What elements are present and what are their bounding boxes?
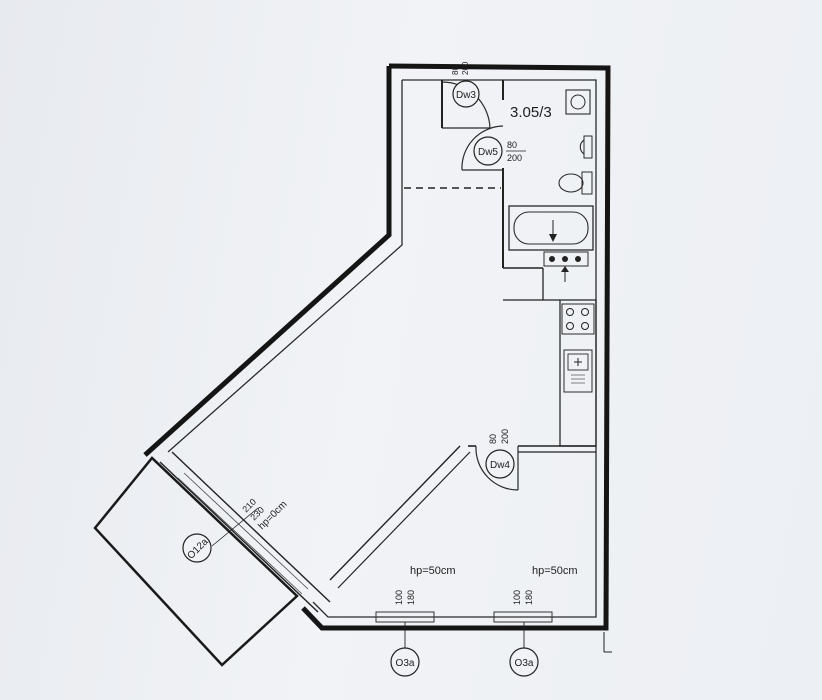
partition-wall-diagonal <box>329 445 461 581</box>
outer-wall-slanted <box>143 66 392 457</box>
window-sill-height: hp=50cm <box>410 565 456 577</box>
bathtub-icon <box>508 205 594 251</box>
door-dim-height: 200 <box>500 429 510 444</box>
window-id-o3a: O3a <box>396 658 415 669</box>
window-tag-o12a <box>182 533 212 563</box>
door-dim-height: 200 <box>507 153 522 163</box>
window-tag-o3a <box>509 647 539 677</box>
room-label: 3.05/3 <box>510 104 552 121</box>
door-dim-height: 200 <box>461 61 470 75</box>
door-id-dw5: Dw5 <box>478 147 498 158</box>
window-dim-height: 180 <box>524 590 534 605</box>
kitchen-counter <box>559 299 597 447</box>
outer-wall <box>301 63 611 631</box>
door-id-dw3: Dw3 <box>456 90 476 101</box>
washbasin-unit-icon <box>543 251 589 267</box>
wall-inner-face <box>312 79 597 618</box>
door-tag-dw4 <box>485 449 515 479</box>
wall-inner-face-slanted <box>167 80 403 453</box>
door-dim-width: 80 <box>451 66 460 75</box>
window-id-o3a: O3a <box>515 658 534 669</box>
door-dim-width: 80 <box>507 140 517 150</box>
balcony-outline <box>93 456 299 667</box>
washbasin-icon <box>565 89 591 115</box>
door-dim-width: 80 <box>488 434 498 444</box>
window-sill-height: hp=50cm <box>532 565 578 577</box>
window-tag-o3a <box>390 647 420 677</box>
window-glass-line <box>177 477 303 595</box>
window-wall-line <box>159 461 319 613</box>
kitchen-sink-icon <box>563 349 593 393</box>
toilet-icon <box>581 171 593 195</box>
window-dim-height: 180 <box>406 590 416 605</box>
window-dim-width: 100 <box>394 590 404 605</box>
sink-icon <box>583 135 593 159</box>
window-dim-width: 100 <box>512 590 522 605</box>
door-swing-dw4 <box>475 445 519 491</box>
door-id-dw4: Dw4 <box>490 460 510 471</box>
window-wall-line <box>171 451 331 603</box>
stove-icon <box>561 303 595 335</box>
door-tag-dw3 <box>452 80 480 108</box>
window-glass-line <box>183 472 309 590</box>
door-swing-dw5 <box>461 125 504 171</box>
door-tag-dw5 <box>473 136 503 166</box>
